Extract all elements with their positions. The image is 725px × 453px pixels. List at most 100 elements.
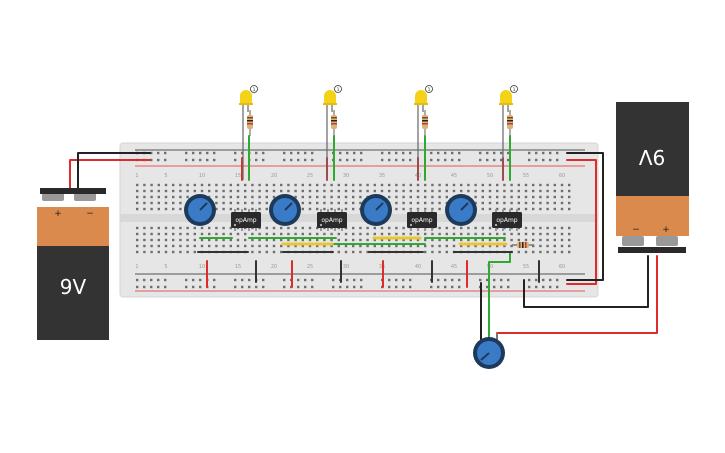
breadboard-hole[interactable] <box>568 189 571 193</box>
breadboard-hole[interactable] <box>352 238 355 242</box>
breadboard-hole[interactable] <box>272 238 276 242</box>
breadboard-hole[interactable] <box>481 232 484 236</box>
breadboard-hole[interactable] <box>287 238 290 242</box>
breadboard-hole[interactable] <box>185 158 188 162</box>
breadboard-hole[interactable] <box>366 250 369 254</box>
breadboard-hole[interactable] <box>172 226 175 230</box>
breadboard-hole[interactable] <box>157 183 160 187</box>
breadboard-hole[interactable] <box>424 250 427 254</box>
breadboard-hole[interactable] <box>330 244 333 248</box>
breadboard-hole[interactable] <box>164 189 168 193</box>
breadboard-hole[interactable] <box>199 285 202 289</box>
breadboard-hole[interactable] <box>553 250 556 254</box>
breadboard-hole[interactable] <box>200 226 204 230</box>
breadboard-hole[interactable] <box>510 207 513 211</box>
breadboard-hole[interactable] <box>479 278 482 282</box>
breadboard-hole[interactable] <box>424 201 427 205</box>
breadboard-hole[interactable] <box>568 238 571 242</box>
breadboard-hole[interactable] <box>535 278 538 282</box>
breadboard-hole[interactable] <box>199 151 202 155</box>
breadboard-hole[interactable] <box>388 183 391 187</box>
breadboard-hole[interactable] <box>164 244 168 248</box>
breadboard-hole[interactable] <box>150 183 153 187</box>
breadboard-hole[interactable] <box>208 232 211 236</box>
breadboard-hole[interactable] <box>136 278 139 282</box>
breadboard-hole[interactable] <box>215 207 218 211</box>
breadboard-hole[interactable] <box>236 232 240 236</box>
breadboard-hole[interactable] <box>524 189 528 193</box>
breadboard-hole[interactable] <box>507 151 510 155</box>
breadboard-hole[interactable] <box>164 278 167 282</box>
breadboard-hole[interactable] <box>323 232 326 236</box>
breadboard-hole[interactable] <box>409 238 412 242</box>
breadboard-hole[interactable] <box>316 238 319 242</box>
breadboard-hole[interactable] <box>496 238 499 242</box>
breadboard-hole[interactable] <box>437 151 440 155</box>
breadboard-hole[interactable] <box>234 285 237 289</box>
breadboard-hole[interactable] <box>172 189 175 193</box>
breadboard-hole[interactable] <box>352 207 355 211</box>
breadboard-hole[interactable] <box>524 250 528 254</box>
breadboard-hole[interactable] <box>366 232 369 236</box>
wire-right-battery-negative[interactable] <box>523 255 649 308</box>
breadboard-hole[interactable] <box>528 285 531 289</box>
breadboard-hole[interactable] <box>352 189 355 193</box>
breadboard-hole[interactable] <box>301 189 304 193</box>
breadboard-hole[interactable] <box>424 232 427 236</box>
breadboard-hole[interactable] <box>311 151 314 155</box>
breadboard-hole[interactable] <box>222 232 225 236</box>
breadboard-hole[interactable] <box>294 244 297 248</box>
breadboard-hole[interactable] <box>431 195 434 199</box>
breadboard-hole[interactable] <box>344 195 348 199</box>
opamp-4[interactable]: opAmp <box>492 209 522 231</box>
breadboard-hole[interactable] <box>380 238 384 242</box>
breadboard-hole[interactable] <box>294 183 297 187</box>
breadboard-hole[interactable] <box>395 189 398 193</box>
breadboard-hole[interactable] <box>316 195 319 199</box>
breadboard-hole[interactable] <box>503 244 506 248</box>
breadboard-hole[interactable] <box>272 232 276 236</box>
breadboard-hole[interactable] <box>344 250 348 254</box>
breadboard-hole[interactable] <box>344 232 348 236</box>
breadboard-hole[interactable] <box>344 189 348 193</box>
breadboard-hole[interactable] <box>402 226 405 230</box>
breadboard-hole[interactable] <box>503 201 506 205</box>
breadboard-hole[interactable] <box>258 232 261 236</box>
breadboard-hole[interactable] <box>316 226 319 230</box>
breadboard-hole[interactable] <box>532 183 535 187</box>
breadboard-hole[interactable] <box>157 238 160 242</box>
breadboard-hole[interactable] <box>294 238 297 242</box>
breadboard-hole[interactable] <box>524 183 528 187</box>
breadboard-hole[interactable] <box>488 244 492 248</box>
breadboard-hole[interactable] <box>395 207 398 211</box>
breadboard-hole[interactable] <box>215 244 218 248</box>
breadboard-hole[interactable] <box>556 151 559 155</box>
breadboard-hole[interactable] <box>186 244 189 248</box>
breadboard-hole[interactable] <box>157 232 160 236</box>
breadboard-hole[interactable] <box>532 226 535 230</box>
breadboard-hole[interactable] <box>251 201 254 205</box>
breadboard-hole[interactable] <box>460 244 463 248</box>
breadboard-hole[interactable] <box>496 201 499 205</box>
breadboard-hole[interactable] <box>150 250 153 254</box>
breadboard-hole[interactable] <box>568 226 571 230</box>
breadboard-hole[interactable] <box>311 285 314 289</box>
breadboard-hole[interactable] <box>301 226 304 230</box>
breadboard-hole[interactable] <box>553 201 556 205</box>
breadboard-hole[interactable] <box>488 226 492 230</box>
breadboard-hole[interactable] <box>186 189 189 193</box>
opamp-3[interactable]: opAmp <box>407 209 437 231</box>
breadboard-hole[interactable] <box>451 285 454 289</box>
breadboard-hole[interactable] <box>172 207 175 211</box>
breadboard-hole[interactable] <box>164 151 167 155</box>
led-bulb[interactable] <box>240 90 252 104</box>
breadboard-hole[interactable] <box>234 151 237 155</box>
battery-right-terminal-plus[interactable] <box>656 236 678 246</box>
breadboard-hole[interactable] <box>395 183 398 187</box>
breadboard-hole[interactable] <box>297 151 300 155</box>
breadboard-hole[interactable] <box>215 226 218 230</box>
breadboard-hole[interactable] <box>549 278 552 282</box>
breadboard-hole[interactable] <box>287 232 290 236</box>
breadboard-hole[interactable] <box>301 195 304 199</box>
potentiometer-4[interactable] <box>445 194 477 226</box>
